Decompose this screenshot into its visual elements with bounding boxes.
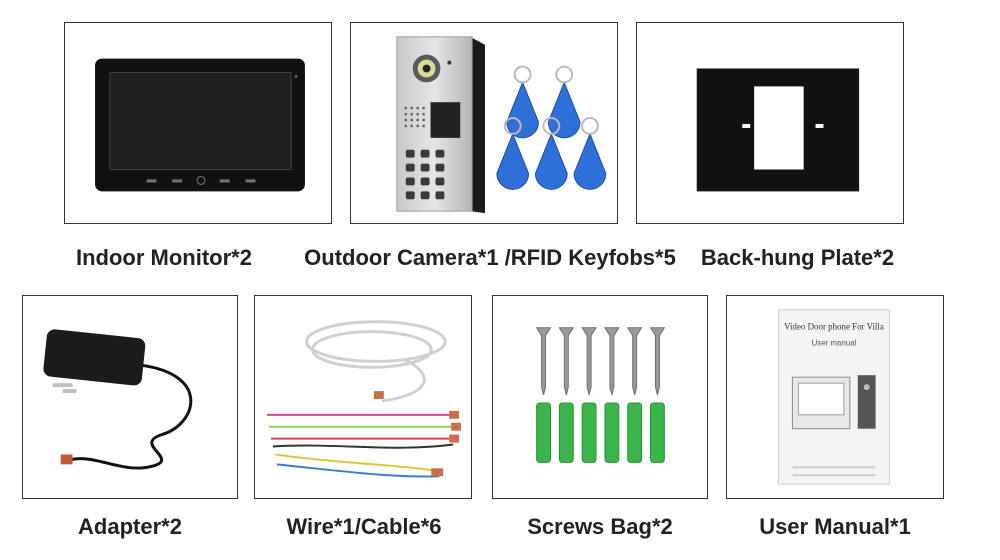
caption-outdoor-camera: Outdoor Camera*1 /RFID Keyfobs*5 [304,245,676,270]
user-manual-icon: Video Door phone For Villa User manual [778,309,890,485]
caption-indoor-monitor: Indoor Monitor*2 [76,245,252,270]
item-screws-bag [492,295,708,499]
item-adapter [22,295,238,499]
wires-cables-icon [266,320,462,478]
caption-user-manual: User Manual*1 [759,514,911,539]
outdoor-camera-keyfobs-icon [396,36,607,214]
item-indoor-monitor [64,22,332,224]
caption-wires: Wire*1/Cable*6 [286,514,442,539]
screws-anchors-icon [535,327,666,463]
indoor-monitor-icon [95,58,305,192]
caption-back-hung-plate: Back-hung Plate*2 [700,245,895,270]
item-outdoor-camera [350,22,618,224]
back-hung-plate-icon [696,68,860,192]
item-wires [254,295,472,499]
item-user-manual: Video Door phone For Villa User manual [726,295,944,499]
power-adapter-icon [43,329,193,470]
caption-adapter: Adapter*2 [78,514,182,539]
manual-title: Video Door phone For Villa [784,322,884,332]
manual-subtitle: User manual [812,339,857,348]
caption-screws-bag: Screws Bag*2 [527,514,673,539]
item-back-hung-plate [636,22,904,224]
